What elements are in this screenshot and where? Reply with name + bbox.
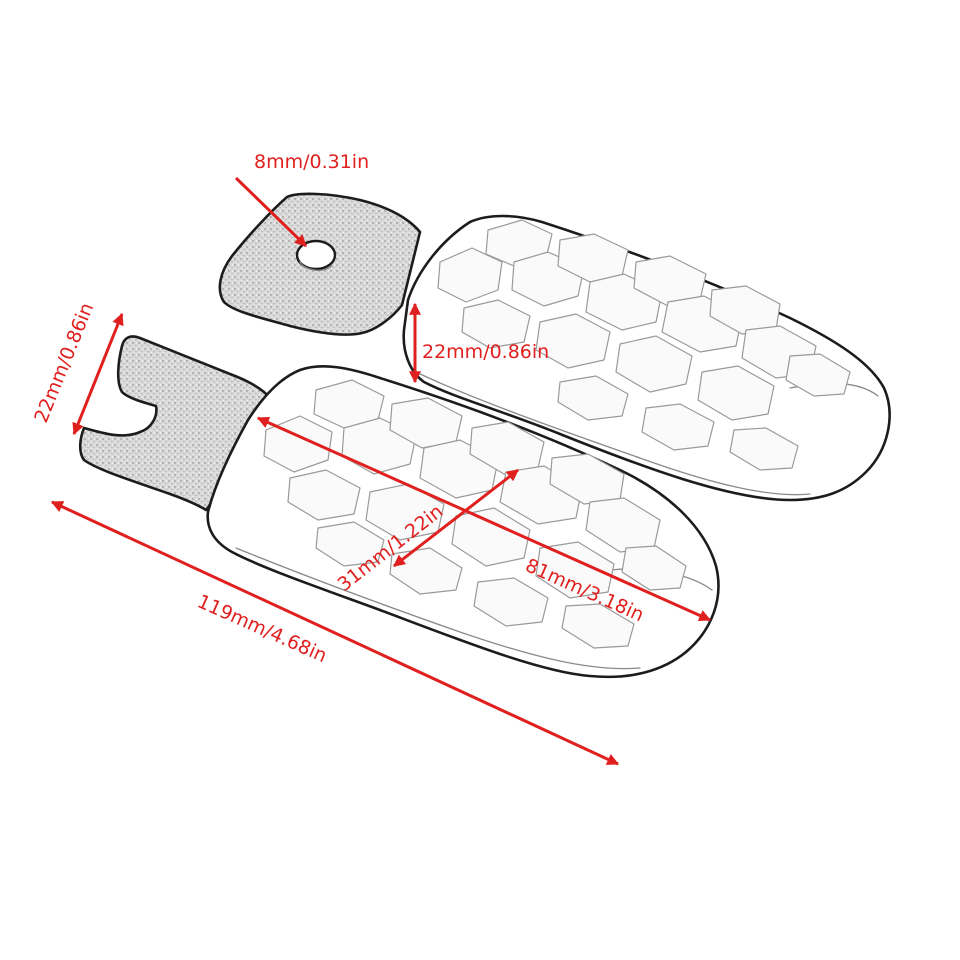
bracket-width-arrow	[72, 312, 124, 436]
total-length-label: 119mm/4.68in	[194, 590, 330, 667]
total-length-arrow	[50, 500, 620, 766]
top-height-label: 22mm/0.86in	[422, 341, 549, 363]
hole-leader-arrow	[234, 176, 308, 248]
dimension-lines	[50, 176, 712, 766]
rear-footpeg	[218, 192, 891, 502]
rear-pad-tread	[437, 219, 851, 471]
bracket-width-label: 22mm/0.86in	[30, 300, 98, 426]
hole-diameter-label: 8mm/0.31in	[254, 151, 369, 173]
mounting-hole	[295, 239, 337, 271]
